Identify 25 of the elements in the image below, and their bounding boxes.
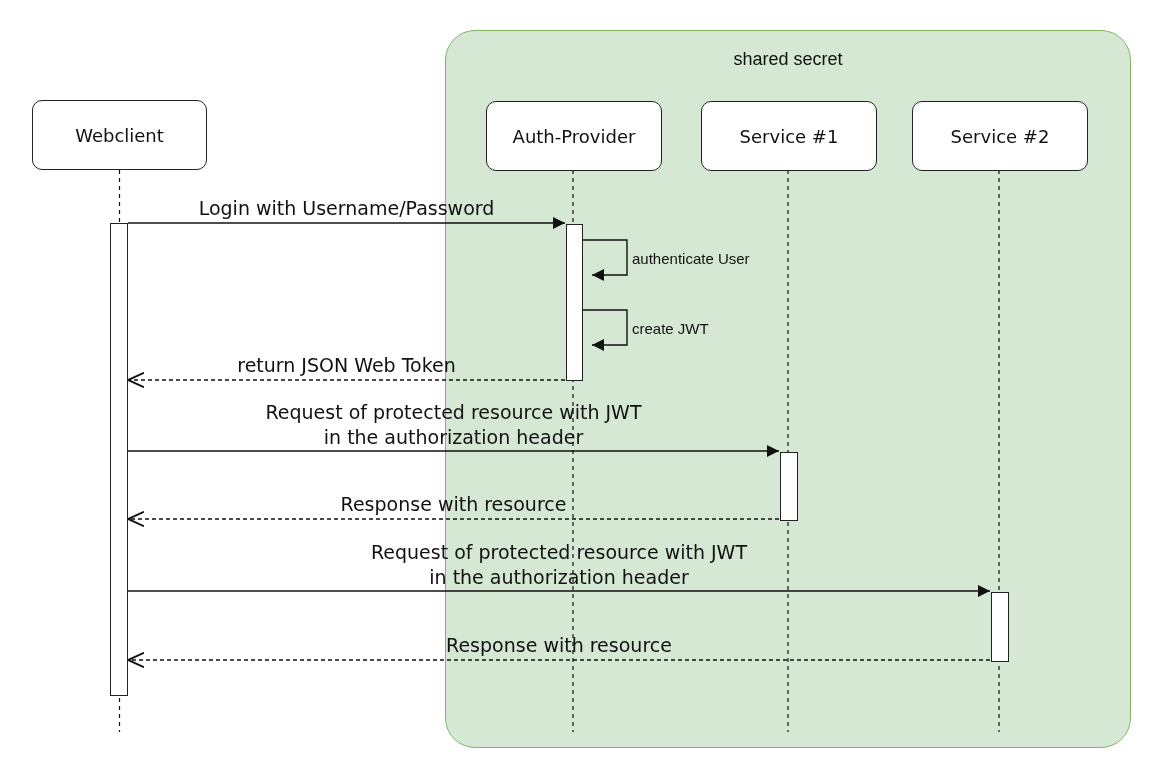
message-label: authenticate User: [632, 249, 750, 266]
participant-name: Webclient: [75, 124, 164, 146]
activation-bar: [566, 224, 583, 381]
message-arrow: [127, 217, 566, 229]
participant-name: Service #1: [739, 125, 839, 147]
self-message-arrow: [581, 309, 628, 351]
return-message-arrow: [127, 371, 566, 389]
self-message-arrow: [581, 239, 628, 281]
message-arrow: [127, 445, 780, 457]
participant-box: [912, 101, 1088, 171]
activation-bar: [780, 452, 798, 521]
return-message-arrow: [127, 651, 991, 669]
participant-name: Auth-Provider: [512, 125, 636, 147]
return-message-arrow: [127, 510, 780, 528]
message-arrow: [127, 585, 991, 597]
participant-name: Service #2: [950, 125, 1050, 147]
participant-box: [701, 101, 877, 171]
group-title: shared secret: [732, 49, 844, 70]
participant-box: [486, 101, 662, 171]
message-label: Response with resource: [446, 633, 672, 658]
participant-box: [32, 100, 207, 170]
message-label: create JWT: [632, 319, 709, 336]
message-label: Response with resource: [340, 492, 567, 517]
activation-bar: [991, 592, 1009, 662]
activation-bar: [110, 223, 128, 696]
